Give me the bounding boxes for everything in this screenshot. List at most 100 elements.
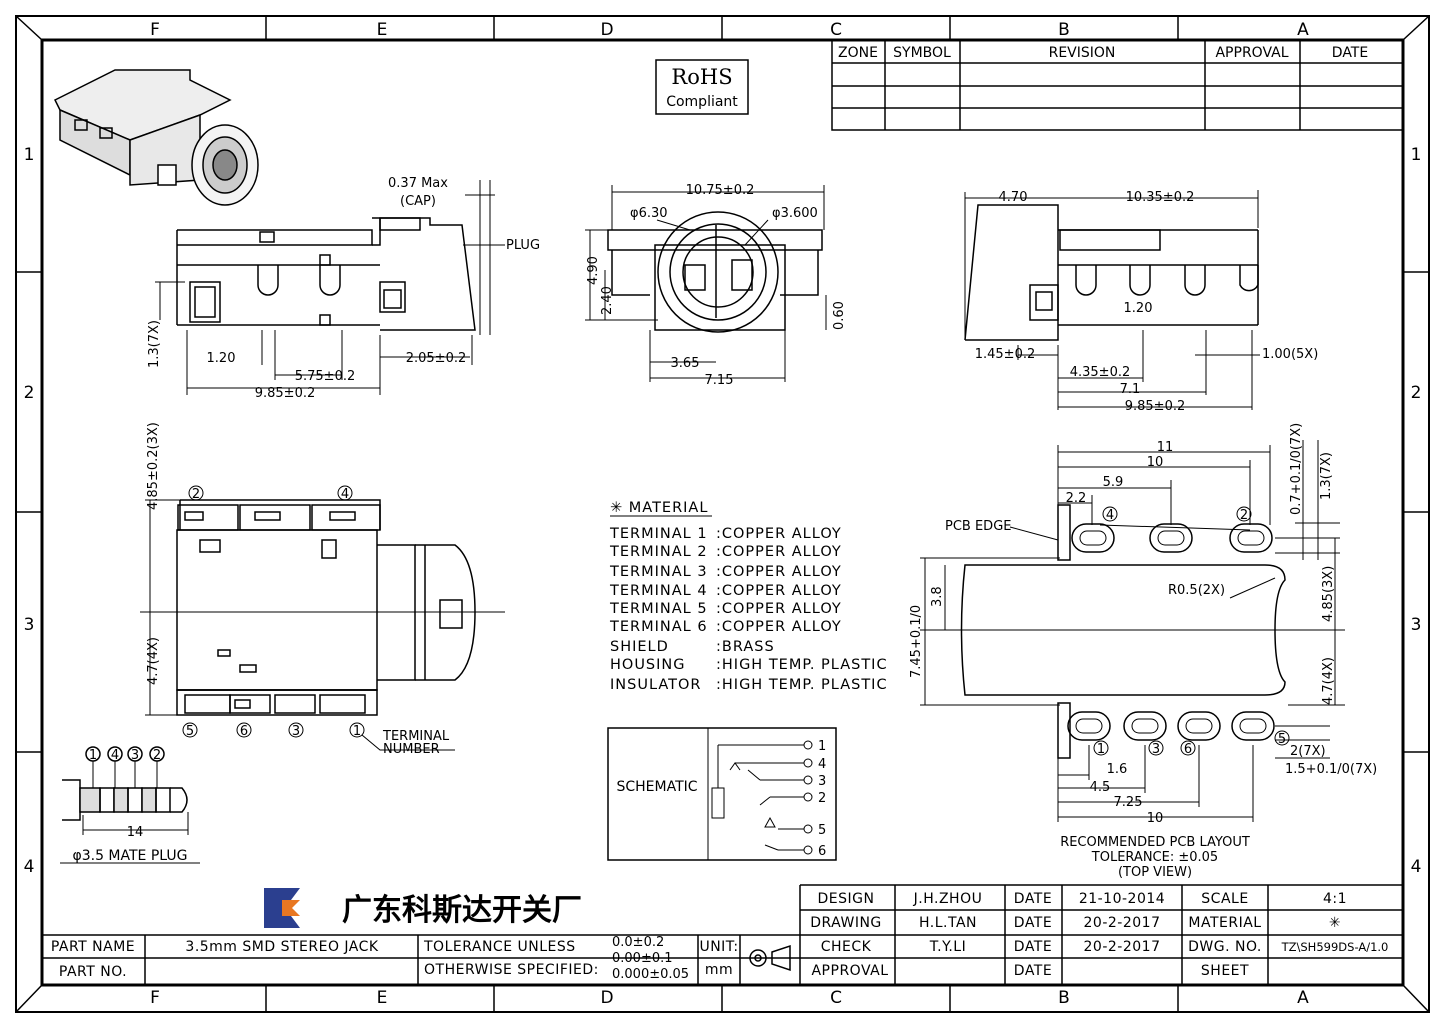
title-block: 广东科斯达开关厂 DESIGN J.H.ZHOU DATE 21-10-2014… (42, 884, 1403, 985)
tb-sheet-label: SHEET (1201, 963, 1249, 979)
tb-drawing-date-label: DATE (1014, 915, 1052, 931)
rev-header-zone: ZONE (838, 45, 878, 61)
dim-120: 1.20 (207, 351, 236, 366)
tb-part-name-label: PART NAME (51, 939, 135, 955)
back-side-view (964, 190, 1260, 410)
material-row-2-value: :COPPER ALLOY (716, 544, 842, 560)
pcb-pad-3: 3 (1152, 742, 1160, 757)
material-row-7-name: SHIELD (610, 639, 669, 655)
zone-bottom-c: C (830, 988, 842, 1008)
pcb-pad-1: 1 (1097, 742, 1105, 757)
tb-drawing-label: DRAWING (810, 915, 882, 931)
schem-pin-6: 6 (818, 844, 826, 859)
mate-plug-label: φ3.5 MATE PLUG (72, 848, 187, 864)
zone-bottom-a: A (1297, 988, 1309, 1008)
schem-pin-4: 4 (818, 757, 826, 772)
schematic-label: SCHEMATIC (616, 779, 697, 795)
mate-plug: 1 4 3 2 14 φ3.5 MATE PLUG (60, 746, 200, 864)
sheet-frame (15, 15, 1430, 1013)
top-terminal-6: 6 (240, 724, 248, 739)
tb-scale-label: SCALE (1201, 891, 1248, 907)
zone-top-b: B (1058, 20, 1070, 40)
rohs-subtitle: Compliant (666, 94, 738, 110)
pcb-dim-11: 11 (1157, 440, 1174, 455)
material-row-5-value: :COPPER ALLOY (716, 601, 842, 617)
company-name: 广东科斯达开关厂 (342, 893, 582, 928)
rohs-title: RoHS (671, 65, 732, 89)
tb-check-label: CHECK (821, 939, 872, 955)
dim-715: 7.15 (705, 373, 734, 388)
zone-right-4: 4 (1411, 857, 1422, 877)
zone-top-a: A (1297, 20, 1309, 40)
dim-1075: 10.75±0.2 (686, 183, 755, 198)
pcb-pad-5: 5 (1278, 732, 1286, 747)
material-row-7-value: :BRASS (716, 639, 775, 655)
dim-100-5x: 1.00(5X) (1262, 347, 1318, 362)
pcb-edge-label: PCB EDGE (945, 519, 1011, 534)
tb-dwg-no-label: DWG. NO. (1188, 939, 1262, 955)
pcb-dim-13-7x: 1.3(7X) (1319, 452, 1334, 500)
tb-drawing-name: H.L.TAN (919, 915, 977, 931)
front-side-view (155, 180, 505, 395)
zone-left-3: 3 (24, 615, 35, 635)
tb-part-name: 3.5mm SMD STEREO JACK (185, 939, 379, 955)
plug-length: 14 (127, 825, 144, 840)
zone-top-d: D (600, 20, 613, 40)
back-view-dims: 4.70 10.35±0.2 1.20 1.45±0.2 4.35±0.2 1.… (975, 190, 1319, 414)
zone-bottom-f: F (150, 988, 160, 1008)
schematic: SCHEMATIC 1 4 3 2 5 6 (607, 727, 837, 861)
zone-labels: F E D C B A F E D C B A 1 2 3 4 1 2 3 4 (24, 20, 1422, 1008)
pcb-dim-485: 4.85(3X) (1321, 566, 1336, 622)
tb-tol-value-3: 0.000±0.05 (612, 967, 689, 982)
pcb-dim-38: 3.8 (930, 586, 945, 607)
zone-left-4: 4 (24, 857, 35, 877)
pcb-caption-3: (TOP VIEW) (1118, 865, 1192, 880)
material-row-1-value: :COPPER ALLOY (716, 526, 842, 542)
dim-490: 4.90 (586, 256, 601, 285)
zone-bottom-b: B (1058, 988, 1070, 1008)
dim-470: 4.70 (999, 190, 1028, 205)
tb-material-value: ✳ (1329, 915, 1341, 931)
tb-approval-date-label: DATE (1014, 963, 1052, 979)
material-row-4-value: :COPPER ALLOY (716, 583, 842, 599)
tb-tolerance-1: TOLERANCE UNLESS (423, 939, 576, 955)
zone-bottom-d: D (600, 988, 613, 1008)
plug-ring-1: 1 (89, 748, 97, 763)
dim-985: 9.85±0.2 (255, 386, 316, 401)
pcb-dim-07: 0.7+0.1/0(7X) (1289, 423, 1304, 515)
top-view (140, 499, 505, 716)
tb-check-date: 20-2-2017 (1084, 939, 1161, 955)
dim-575: 5.75±0.2 (295, 369, 356, 384)
material-row-1-name: TERMINAL 1 (609, 526, 708, 542)
material-row-8-value: :HIGH TEMP. PLASTIC (716, 657, 888, 673)
dim-240: 2.40 (600, 286, 615, 315)
pcb-dim-745: 7.45+0.1/0 (909, 605, 924, 678)
rev-header-date: DATE (1332, 45, 1368, 61)
tb-tolerance-2: OTHERWISE SPECIFIED: (424, 962, 599, 978)
plug-ring-4: 4 (111, 748, 119, 763)
tb-dwg-no-value: TZ\SH599DS-A/1.0 (1281, 940, 1389, 954)
dim-phi3600: φ3.600 (772, 206, 818, 221)
pcb-dim-59: 5.9 (1103, 475, 1124, 490)
zone-left-2: 2 (24, 383, 35, 403)
schem-pin-3: 3 (818, 774, 826, 789)
pcb-pad-4: 4 (1106, 508, 1114, 523)
revision-table: ZONE SYMBOL REVISION APPROVAL DATE (831, 39, 1404, 131)
isometric-view (53, 69, 259, 206)
dim-365: 3.65 (671, 356, 700, 371)
pcb-radius: R0.5(2X) (1168, 583, 1225, 598)
pcb-layout: 11 10 5.9 2.2 0.7+0.1/0(7X) 1.3(7X) PCB … (909, 423, 1377, 880)
dim-060: 0.60 (832, 301, 847, 330)
front-view-dims: 0.37 Max (CAP) PLUG 1.3(7X) 1.20 5.75±0.… (147, 176, 540, 401)
top-view-labels: 4.85±0.2(3X) 4.7(4X) 2 4 5 6 3 1 TERMINA… (146, 422, 455, 757)
dim-205: 2.05±0.2 (406, 351, 467, 366)
pcb-dim-10-bottom: 10 (1147, 811, 1164, 826)
dim-phi630: φ6.30 (630, 206, 668, 221)
tb-unit-label: UNIT: (699, 939, 738, 955)
pcb-dim-22: 2.2 (1066, 491, 1087, 506)
plug-ring-2: 2 (153, 748, 161, 763)
zone-bottom-e: E (377, 988, 388, 1008)
end-view-dims: 10.75±0.2 φ6.30 φ3.600 4.90 2.40 0.60 3.… (586, 183, 847, 388)
tb-unit-value: mm (705, 962, 733, 978)
schem-pin-2: 2 (818, 791, 826, 806)
